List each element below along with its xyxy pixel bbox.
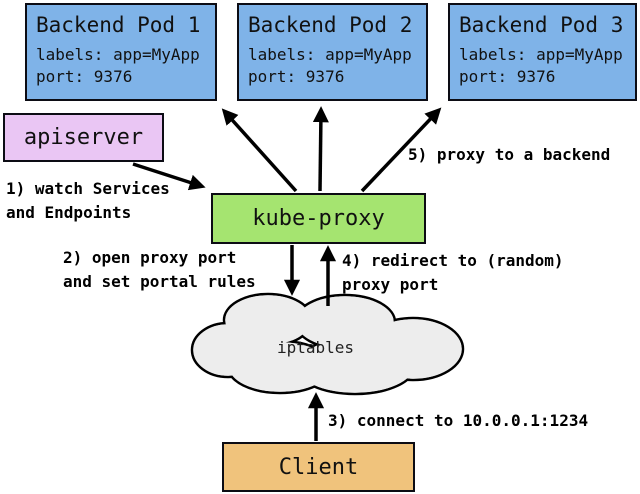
pod-port: port: 9376 — [248, 67, 345, 86]
pod-labels: labels: app=MyApp — [459, 45, 623, 64]
arrow-step5-to-pod2 — [312, 106, 329, 192]
iptables-label: iptables — [277, 338, 355, 357]
pod-labels: labels: app=MyApp — [36, 45, 200, 64]
annotation-line: 4) redirect to (random) — [342, 251, 564, 270]
pod-title: Backend Pod 2 — [248, 13, 413, 37]
pod-port: port: 9376 — [459, 67, 556, 86]
annotation-step2: 2) open proxy port and set portal rules — [63, 246, 256, 294]
backend-pod-1-box: Backend Pod 1 labels: app=MyApp port: 93… — [25, 3, 217, 101]
annotation-line: and Endpoints — [6, 203, 132, 222]
annotation-step3: 3) connect to 10.0.0.1:1234 — [328, 409, 588, 433]
kube-proxy-box: kube-proxy — [211, 193, 426, 244]
client-box: Client — [222, 442, 415, 492]
annotation-line: 1) watch Services — [6, 179, 170, 198]
annotation-step5: 5) proxy to a backend — [408, 143, 610, 167]
pod-port: port: 9376 — [36, 67, 133, 86]
pod-labels: labels: app=MyApp — [248, 45, 412, 64]
backend-pod-2-box: Backend Pod 2 labels: app=MyApp port: 93… — [237, 3, 428, 101]
client-label: Client — [278, 454, 359, 480]
apiserver-label: apiserver — [23, 125, 144, 150]
annotation-step4: 4) redirect to (random) proxy port — [342, 249, 564, 297]
annotation-line: and set portal rules — [63, 272, 256, 291]
annotation-line: 2) open proxy port — [63, 248, 237, 267]
annotation-step1: 1) watch Services and Endpoints — [6, 177, 170, 225]
pod-title: Backend Pod 3 — [459, 13, 624, 37]
kube-proxy-label: kube-proxy — [252, 206, 385, 231]
arrow-step5-to-pod1 — [221, 108, 298, 193]
apiserver-box: apiserver — [3, 113, 164, 162]
pod-title: Backend Pod 1 — [36, 13, 201, 37]
annotation-line: 5) proxy to a backend — [408, 145, 611, 164]
annotation-line: proxy port — [342, 275, 439, 294]
backend-pod-3-box: Backend Pod 3 labels: app=MyApp port: 93… — [448, 3, 637, 101]
annotation-line: 3) connect to 10.0.0.1:1234 — [328, 411, 589, 430]
